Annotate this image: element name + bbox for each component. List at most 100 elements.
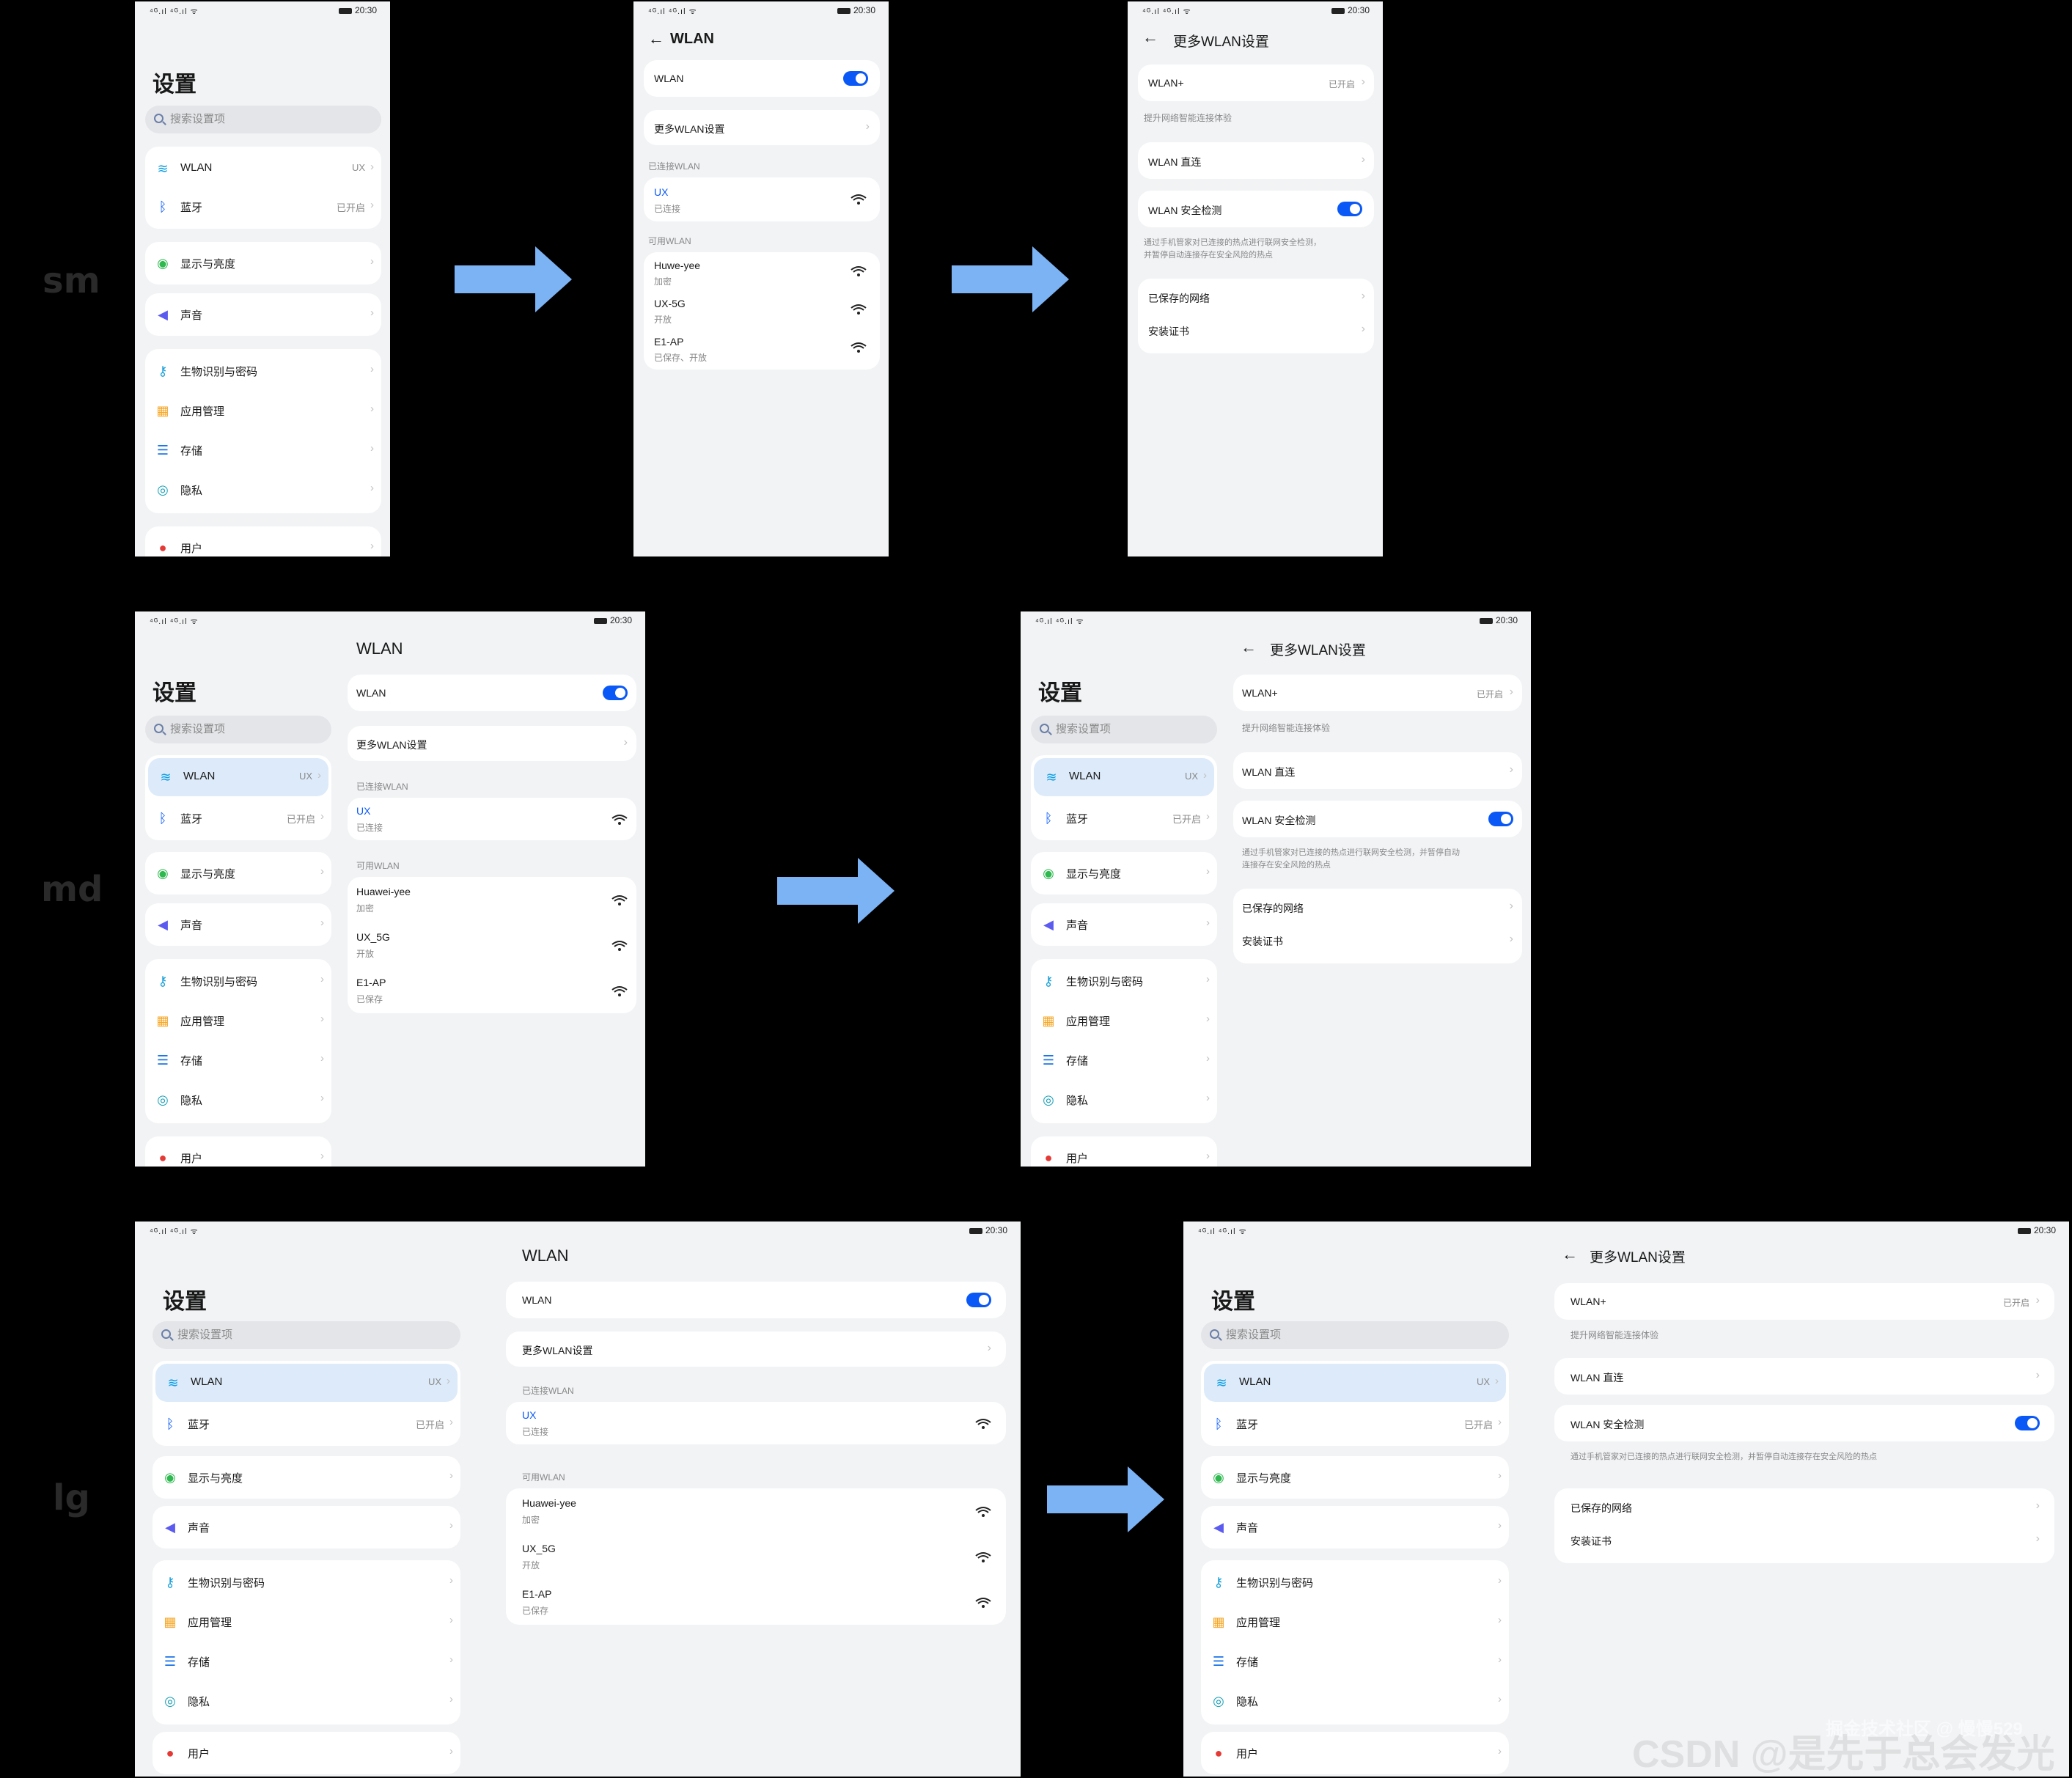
settings-item-display[interactable]: ◉显示与亮度› <box>153 1458 460 1496</box>
install-cert-row[interactable]: 安装证书› <box>1233 925 1522 962</box>
settings-item-user[interactable]: ●用户› <box>153 1734 460 1772</box>
wlan-security-toggle[interactable] <box>1488 812 1513 826</box>
settings-item-privacy[interactable]: ◎隐私› <box>145 1081 331 1119</box>
settings-item-display[interactable]: ◉显示与亮度› <box>1031 854 1217 892</box>
settings-item-biometrics[interactable]: ⚷生物识别与密码› <box>1031 962 1217 1000</box>
back-arrow-icon[interactable]: ← <box>1142 28 1158 46</box>
settings-item-storage[interactable]: ☰存储› <box>145 1041 331 1079</box>
search-input[interactable]: 搜索设置项 <box>1031 716 1217 743</box>
settings-item-privacy[interactable]: ◎隐私› <box>145 471 381 509</box>
settings-item-biometrics[interactable]: ⚷生物识别与密码› <box>145 352 381 390</box>
settings-item-user[interactable]: ●用户› <box>1201 1734 1509 1772</box>
settings-item-apps[interactable]: ▦应用管理› <box>1201 1603 1509 1641</box>
settings-item-apps[interactable]: ▦应用管理› <box>153 1603 460 1641</box>
search-input[interactable]: 搜索设置项 <box>1201 1321 1509 1349</box>
settings-item-display[interactable]: ◉显示与亮度› <box>1201 1458 1509 1496</box>
saved-networks-row[interactable]: 已保存的网络› <box>1138 279 1374 315</box>
more-wlan-row[interactable]: 更多WLAN设置 › <box>348 726 636 761</box>
wlan-direct-row[interactable]: WLAN 直连 › <box>1554 1358 2054 1395</box>
search-input[interactable]: 搜索设置项 <box>145 106 381 133</box>
settings-item-biometrics[interactable]: ⚷生物识别与密码› <box>145 962 331 1000</box>
search-input[interactable]: 搜索设置项 <box>153 1321 460 1349</box>
saved-networks-row[interactable]: 已保存的网络› <box>1233 889 1522 925</box>
settings-item-user[interactable]: ●用户› <box>145 529 381 556</box>
settings-item-sound[interactable]: ◀声音› <box>1201 1508 1509 1546</box>
settings-item-privacy[interactable]: ◎隐私› <box>153 1682 460 1720</box>
settings-item-storage[interactable]: ☰存储› <box>153 1642 460 1680</box>
install-cert-row[interactable]: 安装证书› <box>1554 1525 2054 1562</box>
chevron-right-icon: › <box>449 1574 453 1587</box>
back-arrow-icon[interactable]: ← <box>1562 1245 1578 1263</box>
saved-networks-label: 已保存的网络 <box>1242 903 1304 914</box>
settings-item-user[interactable]: ●用户› <box>1031 1139 1217 1167</box>
wlan-security-toggle[interactable] <box>1337 202 1362 216</box>
more-wlan-row[interactable]: 更多WLAN设置 › <box>644 110 880 145</box>
connected-network-row[interactable]: UX 已连接 <box>348 798 636 840</box>
settings-item-sound[interactable]: ◀声音› <box>145 905 331 944</box>
settings-item-biometrics[interactable]: ⚷生物识别与密码› <box>153 1563 460 1601</box>
connected-network-row[interactable]: UX 已连接 <box>644 177 880 221</box>
wlan-direct-row[interactable]: WLAN 直连 › <box>1138 142 1374 179</box>
settings-item-storage[interactable]: ☰存储› <box>1201 1642 1509 1680</box>
wlan-toggle[interactable] <box>966 1293 991 1307</box>
settings-item-display[interactable]: ◉显示与亮度› <box>145 854 331 892</box>
settings-item-label: 生物识别与密码 <box>180 366 258 378</box>
settings-item-apps[interactable]: ▦应用管理› <box>145 1002 331 1040</box>
wlan-plus-row[interactable]: WLAN+ 已开启 › <box>1554 1283 2054 1320</box>
wlan-security-description: 连接存在安全风险的热点 <box>1242 861 1331 870</box>
settings-item-sound[interactable]: ◀声音› <box>1031 905 1217 944</box>
search-input[interactable]: 搜索设置项 <box>145 716 331 743</box>
back-arrow-icon[interactable]: ← <box>648 29 664 48</box>
settings-item-privacy[interactable]: ◎隐私› <box>1031 1081 1217 1119</box>
settings-item-biometrics[interactable]: ⚷生物识别与密码› <box>1201 1563 1509 1601</box>
wlan-toggle[interactable] <box>603 686 628 700</box>
settings-item-sound[interactable]: ◀声音› <box>145 295 381 334</box>
settings-item-label: 用户 <box>188 1748 210 1760</box>
connected-network-row[interactable]: UX 已连接 <box>506 1402 1006 1444</box>
settings-item-storage[interactable]: ☰存储› <box>145 431 381 469</box>
user-icon: ● <box>1214 1746 1223 1760</box>
settings-item-storage[interactable]: ☰存储› <box>1031 1041 1217 1079</box>
settings-item-label: 蓝牙 <box>1236 1419 1259 1431</box>
settings-item-user[interactable]: ●用户› <box>145 1139 331 1167</box>
install-cert-row[interactable]: 安装证书› <box>1138 315 1374 352</box>
settings-item-apps[interactable]: ▦应用管理› <box>145 392 381 430</box>
chevron-right-icon: › <box>1498 1469 1502 1482</box>
saved-networks-row[interactable]: 已保存的网络› <box>1554 1488 2054 1525</box>
storage-icon: ☰ <box>156 1053 169 1068</box>
wlan-plus-row[interactable]: WLAN+ 已开启 › <box>1233 675 1522 711</box>
settings-item-display[interactable]: ◉显示与亮度› <box>145 244 381 282</box>
more-wlan-row[interactable]: 更多WLAN设置 › <box>506 1331 1006 1367</box>
wlan-security-row: WLAN 安全检测 <box>1554 1405 2054 1441</box>
back-arrow-icon[interactable]: ← <box>1241 638 1257 656</box>
wlan-direct-row[interactable]: WLAN 直连 › <box>1233 752 1522 789</box>
settings-item-apps[interactable]: ▦应用管理› <box>1031 1002 1217 1040</box>
settings-item-privacy[interactable]: ◎隐私› <box>1201 1682 1509 1720</box>
wlan-plus-row[interactable]: WLAN+ 已开启 › <box>1138 65 1374 101</box>
wlan-security-toggle[interactable] <box>2015 1416 2040 1430</box>
settings-item-sound[interactable]: ◀声音› <box>153 1508 460 1546</box>
wlan-toggle[interactable] <box>843 71 868 86</box>
chevron-right-icon: › <box>1206 1013 1210 1025</box>
